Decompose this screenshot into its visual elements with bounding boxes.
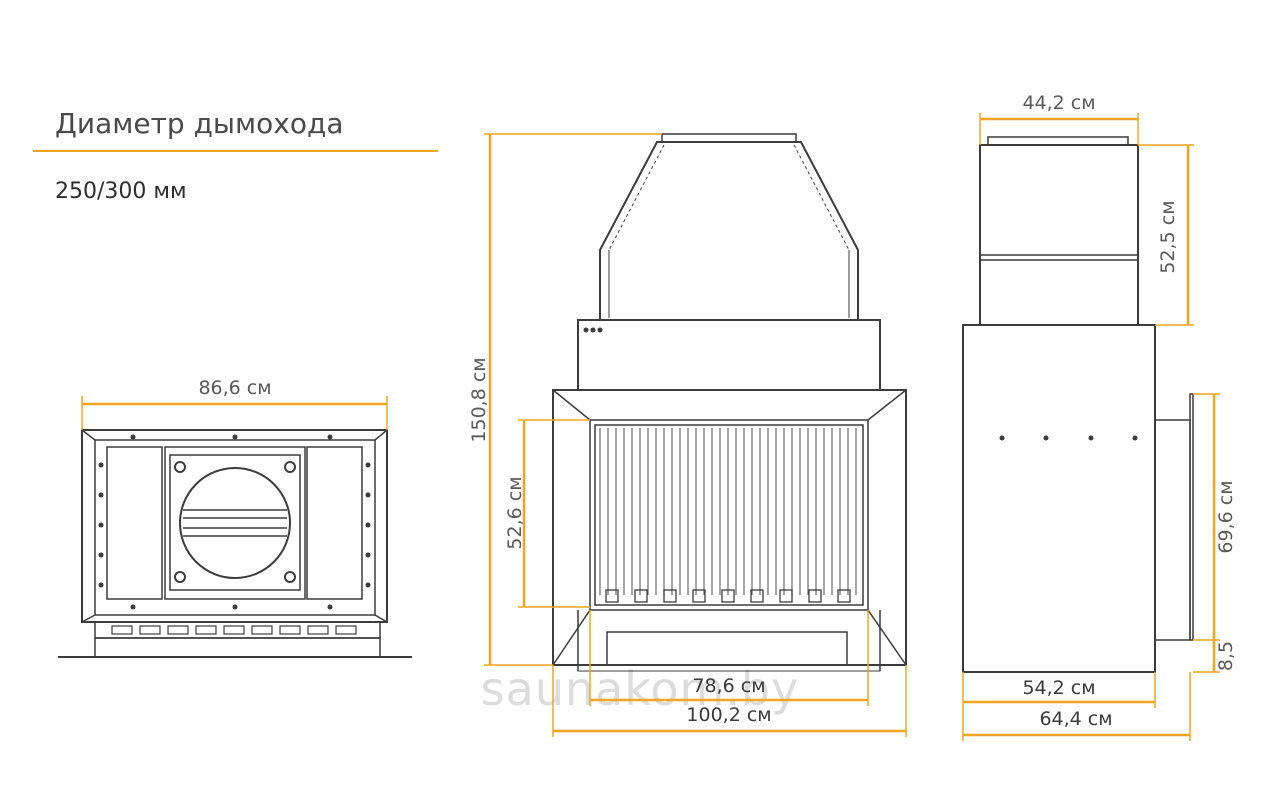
dim-outlet-offset	[1193, 640, 1220, 673]
front-view-dots	[583, 327, 603, 333]
dim-front-width-label: 86,6 см	[198, 377, 271, 399]
dim-frame-width	[552, 665, 907, 737]
dim-outlet-offset-label: 8,5	[1215, 641, 1237, 671]
top-view	[58, 429, 412, 658]
firebox-grate-bars	[599, 428, 857, 595]
dim-total-depth	[962, 672, 1191, 741]
top-grate-slots	[111, 625, 357, 635]
dim-frame-width-label: 100,2 см	[686, 704, 771, 726]
dim-body-depth	[962, 672, 1156, 708]
dim-body-depth-label: 54,2 см	[1022, 677, 1095, 699]
side-view	[962, 136, 1194, 673]
top-view-rivets	[98, 434, 371, 610]
dim-hood-top-width-label: 44,2 см	[1022, 92, 1095, 114]
dim-outlet-height	[1193, 393, 1220, 641]
chimney-diameter-value: 250/300 мм	[55, 179, 187, 204]
dim-hood-height-label: 52,5 см	[1157, 200, 1179, 273]
firebox-bottom-slots	[605, 589, 851, 603]
dim-opening-width-label: 78,6 см	[692, 675, 765, 697]
side-view-dots	[999, 435, 1138, 441]
dim-total-depth-label: 64,4 см	[1039, 708, 1112, 730]
dim-hood-top-width	[979, 113, 1139, 145]
dim-opening-height-label: 52,6 см	[504, 476, 526, 549]
dim-opening-width	[589, 610, 869, 706]
dim-total-height-label: 150,8 см	[468, 357, 490, 442]
dim-total-height	[484, 133, 662, 666]
front-view	[552, 133, 907, 672]
dim-outlet-height-label: 69,6 см	[1215, 480, 1237, 553]
dim-front-width	[81, 396, 388, 430]
dim-opening-height	[518, 419, 590, 608]
dim-hood-height	[1138, 144, 1194, 326]
chimney-diameter-title: Диаметр дымохода	[55, 107, 344, 140]
